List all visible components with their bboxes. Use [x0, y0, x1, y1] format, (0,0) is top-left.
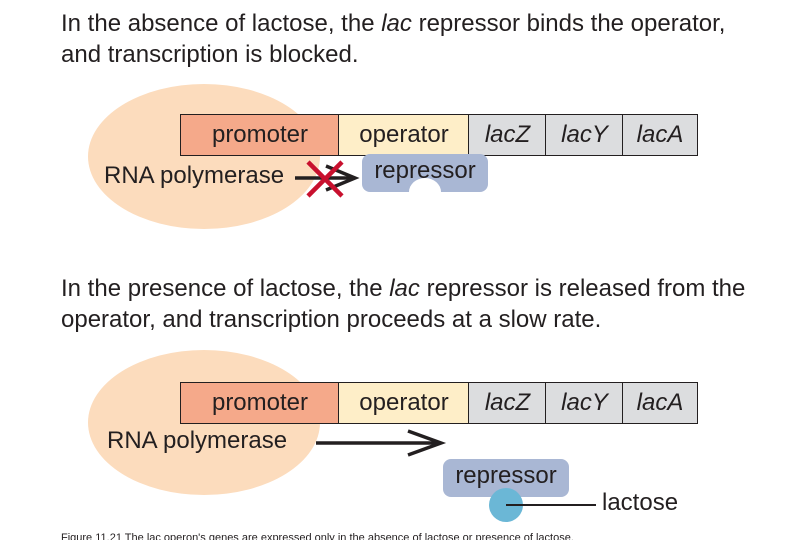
blocked-arrow [295, 160, 360, 198]
lacy-box: lacY [545, 382, 624, 424]
gene-row: promoter operator lacZ lacY lacA [180, 114, 698, 156]
figure-caption-footer: Figure 11.21 The lac operon's genes are … [61, 532, 574, 540]
repressor-free: repressor [443, 459, 569, 497]
repressor-label: repressor [455, 462, 557, 489]
transcription-arrow [316, 429, 447, 457]
lacy-box: lacY [545, 114, 624, 156]
top-caption: In the absence of lactose, the lac repre… [61, 10, 726, 68]
lacz-box: lacZ [468, 114, 547, 156]
lactose-label: lactose [602, 489, 679, 516]
gene-row: promoter operator lacZ lacY lacA [180, 382, 698, 424]
lactose-molecule [489, 488, 596, 522]
repressor-notch [409, 178, 441, 192]
rna-polymerase-blob [88, 84, 320, 229]
repressor-bound: repressor [362, 154, 488, 192]
rna-polymerase-label: RNA polymerase [107, 427, 288, 454]
promoter-box: promoter [180, 114, 340, 156]
laca-box: lacA [622, 382, 698, 424]
lacz-box: lacZ [468, 382, 547, 424]
block-x-stroke-2 [306, 160, 344, 198]
laca-box: lacA [622, 114, 698, 156]
rna-polymerase-label: RNA polymerase [104, 162, 285, 189]
promoter-box: promoter [180, 382, 340, 424]
arrow-head [407, 429, 447, 457]
bottom-caption: In the presence of lactose, the lac repr… [61, 275, 746, 333]
